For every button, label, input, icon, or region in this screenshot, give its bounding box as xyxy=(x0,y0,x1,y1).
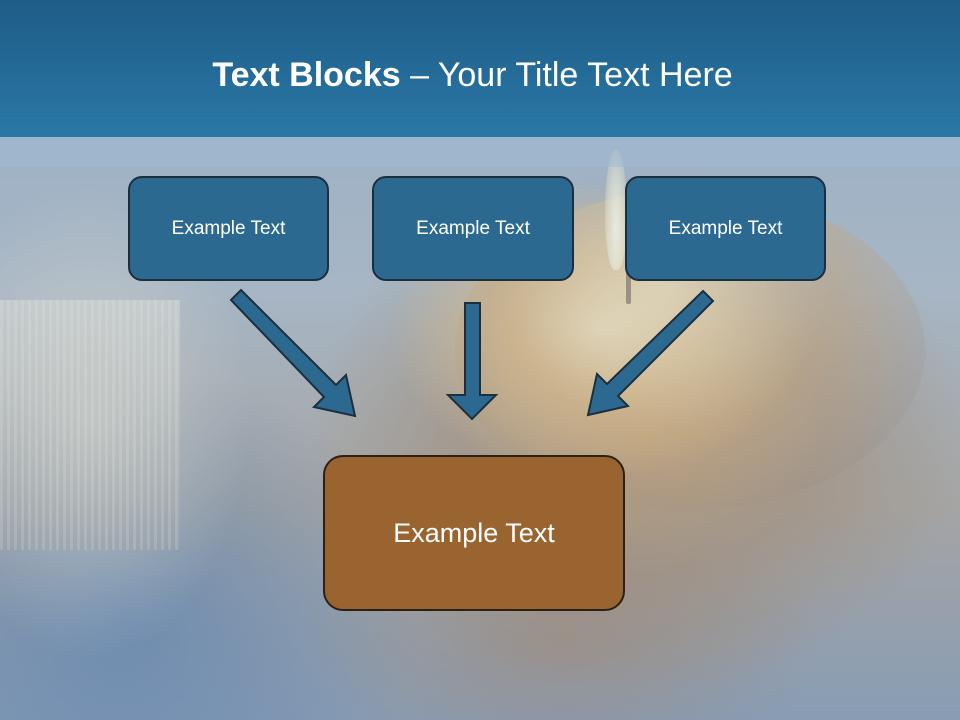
slide-title-rest: Your Title Text Here xyxy=(437,56,733,94)
arrow-down-left-icon xyxy=(586,289,715,417)
slide-title-separator: – xyxy=(400,56,438,94)
text-block-right[interactable]: Example Text xyxy=(625,176,826,281)
text-block-main[interactable]: Example Text xyxy=(323,455,625,611)
text-block-center[interactable]: Example Text xyxy=(372,176,574,281)
text-block-left-label: Example Text xyxy=(171,217,286,239)
text-block-right-label: Example Text xyxy=(668,217,783,239)
arrow-down-icon xyxy=(445,302,499,421)
slide-title: Text Blocks – Your Title Text Here xyxy=(0,52,945,98)
candle-flame-image-detail xyxy=(605,150,627,270)
arrow-down-right-icon xyxy=(229,288,357,418)
title-bar xyxy=(0,0,960,137)
candle-wick-image-detail xyxy=(626,270,631,304)
title-bar-band xyxy=(0,137,960,167)
text-block-main-label: Example Text xyxy=(393,517,555,548)
gift-box-image-detail xyxy=(0,300,180,550)
text-block-left[interactable]: Example Text xyxy=(128,176,329,281)
text-block-center-label: Example Text xyxy=(416,217,530,239)
slide-title-bold: Text Blocks xyxy=(212,56,401,94)
